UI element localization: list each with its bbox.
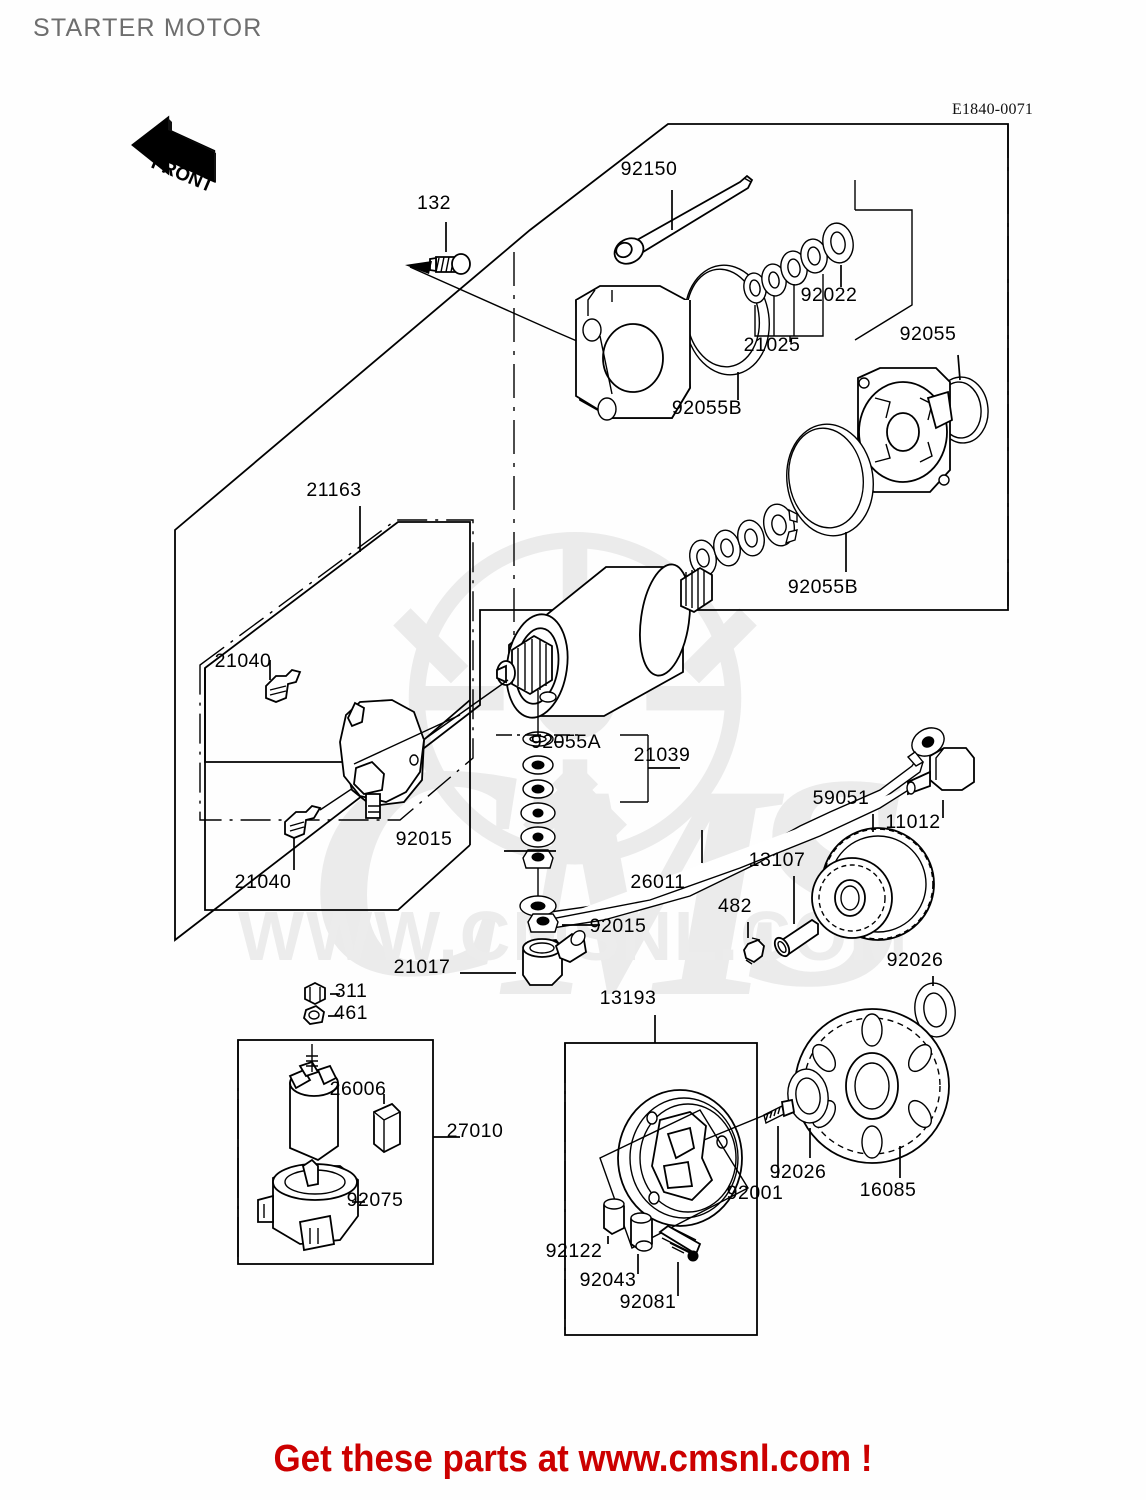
part-92022-washer (822, 222, 854, 264)
part-311-nut (304, 981, 326, 1006)
part-16085-sprocket (794, 1008, 950, 1164)
part-92055b-oring-lower (786, 423, 874, 537)
part-label-21017: 21017 (394, 956, 451, 978)
diagram-code: E1840-0071 (952, 101, 1034, 118)
part-label-92026: 92026 (770, 1161, 827, 1183)
part-92043-pin (630, 1212, 653, 1252)
part-label-21025: 21025 (744, 334, 801, 356)
part-92122-roller (603, 1198, 625, 1236)
part-label-16085: 16085 (860, 1179, 917, 1201)
leader-brush-holder (353, 714, 461, 765)
part-starter-motor-body (496, 563, 713, 719)
part-label-92075: 92075 (347, 1189, 404, 1211)
terminal-kit-bracket (620, 734, 680, 803)
part-59051-gear (811, 827, 935, 941)
part-482-circlip (743, 937, 765, 965)
part-label-92043: 92043 (580, 1269, 637, 1291)
part-label-21040: 21040 (215, 650, 272, 672)
footer-cta: Get these parts at www.cmsnl.com ! (273, 1438, 873, 1480)
part-26006-fuse (373, 1102, 401, 1154)
part-13107-pin (773, 918, 819, 958)
part-92081-spring (658, 1224, 702, 1262)
part-92075-damper (257, 1158, 359, 1252)
part-label-21039: 21039 (634, 744, 691, 766)
arrow-132 (405, 261, 432, 274)
part-label-92150: 92150 (621, 158, 678, 180)
part-label-59051: 59051 (813, 787, 870, 809)
part-washer-stack-mid (689, 503, 798, 577)
part-label-92015: 92015 (590, 915, 647, 937)
part-brush-holder (339, 699, 425, 819)
part-label-92026: 92026 (887, 949, 944, 971)
part-label-21040: 21040 (235, 871, 292, 893)
part-label-26006: 26006 (330, 1078, 387, 1100)
part-92015-lower (527, 913, 559, 933)
part-label-21163: 21163 (306, 479, 361, 501)
part-label-92055: 92055 (900, 323, 957, 345)
group-bracket-upper (854, 209, 913, 341)
part-21040-spring-lower (284, 805, 322, 839)
part-label-11012: 11012 (885, 811, 940, 833)
part-lower-cable (555, 783, 919, 919)
part-end-cover (575, 285, 691, 421)
shim-set-bracket (754, 274, 824, 342)
part-label-92081: 92081 (620, 1291, 677, 1313)
part-461-washer (303, 1004, 325, 1025)
part-92150-bolt (613, 174, 754, 265)
part-terminal-kit-21039 (520, 690, 556, 905)
part-label-132: 132 (417, 192, 451, 214)
part-label-92055A: 92055A (531, 731, 601, 753)
part-label-92055B: 92055B (788, 576, 858, 598)
part-21017-terminal-cap (522, 930, 587, 986)
part-92026-washer-upper (914, 982, 956, 1038)
part-starter-relay (288, 1044, 339, 1162)
part-shim-stack-21025 (743, 238, 828, 304)
part-label-482: 482 (718, 895, 752, 917)
assembly-divider (513, 124, 1009, 640)
motor-assembly-outer-box (174, 123, 1009, 942)
part-number-labels: 92150 132 92022 21025 92055 92055B 92055B 21163… (215, 158, 957, 1313)
part-label-26011: 26011 (630, 871, 685, 893)
part-label-311: 311 (335, 980, 368, 1002)
part-21040-spring-upper (265, 669, 302, 703)
part-label-13107: 13107 (749, 849, 806, 871)
starter-relay-box (237, 1039, 434, 1265)
part-label-92055B: 92055B (672, 397, 742, 419)
part-92026-washer-lower (787, 1068, 829, 1124)
part-label-92022: 92022 (801, 284, 858, 306)
part-label-92001: 92001 (727, 1182, 784, 1204)
part-label-461: 461 (334, 1002, 368, 1024)
part-92001-bolt (763, 1098, 796, 1125)
part-clutch-housing (617, 1089, 743, 1227)
page-title: STARTER MOTOR (33, 14, 263, 42)
brush-holder-box (199, 519, 474, 911)
leader-92055 (957, 354, 961, 381)
part-132-screw (429, 253, 471, 275)
part-label-92122: 92122 (546, 1240, 603, 1262)
front-arrow-icon: FRONT (131, 115, 217, 197)
part-label-13193: 13193 (600, 987, 657, 1009)
clutch-assembly-box (564, 1042, 758, 1336)
part-11012-cap (906, 747, 975, 796)
part-label-27010: 27010 (447, 1120, 504, 1142)
part-label-92015: 92015 (396, 828, 453, 850)
